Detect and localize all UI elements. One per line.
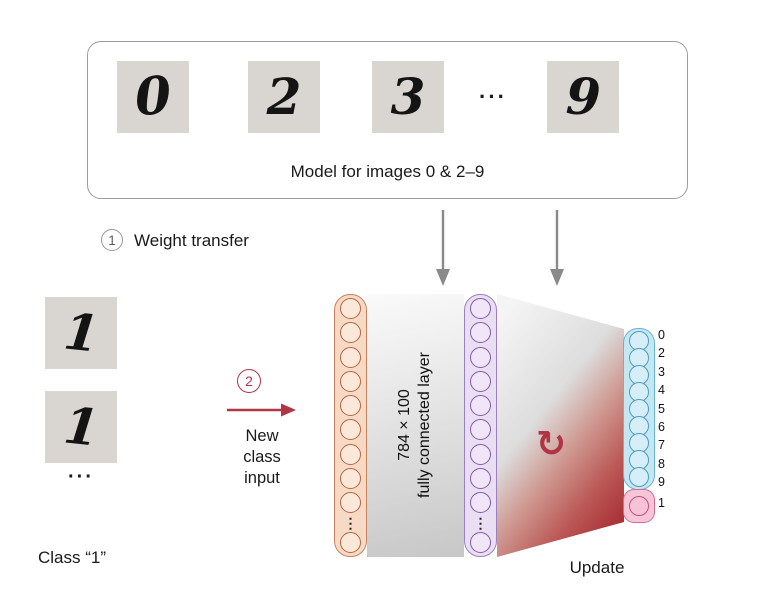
output-class-label: 0 — [658, 328, 665, 342]
input-layer-dots: ⋮ — [343, 514, 358, 531]
mnist-image-3: 3 — [372, 61, 444, 133]
step-1-label: Weight transfer — [134, 231, 249, 250]
output-neuron — [629, 467, 649, 487]
down-arrow-icon — [436, 210, 450, 286]
digit-glyph: 9 — [564, 66, 602, 127]
neuron — [470, 531, 491, 553]
output-class-label: 7 — [658, 438, 665, 453]
neuron — [470, 492, 491, 514]
neuron — [340, 468, 361, 490]
update-label: Update — [569, 558, 625, 577]
right-arrow-icon — [227, 403, 296, 417]
digit-glyph: 0 — [132, 64, 174, 129]
down-arrow-icon — [550, 210, 564, 286]
neuron — [470, 322, 491, 344]
neuron — [470, 370, 491, 392]
hidden-layer: ⋮ — [464, 294, 497, 557]
digit-glyph: 1 — [60, 301, 102, 364]
step-2-label: New class input — [243, 427, 281, 487]
ellipsis-dots: ··· — [479, 84, 507, 109]
output-class-label: 9 — [658, 475, 665, 489]
mnist-image-9: 9 — [547, 61, 619, 133]
neuron — [340, 370, 361, 392]
digit-glyph: 2 — [266, 67, 302, 126]
fully-connected-label: 784 × 100 fully connected layer — [396, 352, 433, 498]
digit-glyph: 1 — [60, 395, 102, 458]
output-class-label: 3 — [658, 364, 665, 379]
step-1-number: 1 — [108, 232, 116, 248]
step-1-badge: 1 — [101, 229, 123, 251]
neuron — [340, 531, 361, 553]
output-layer-old-classes — [623, 328, 655, 490]
new-class-output-label: 1 — [658, 496, 665, 510]
model-caption: Model for images 0 & 2–9 — [290, 162, 485, 181]
output-class-label: 5 — [658, 401, 665, 416]
hidden-layer-dots: ⋮ — [473, 514, 488, 531]
neuron — [340, 443, 361, 465]
input-layer: ⋮ — [334, 294, 367, 557]
neuron — [340, 322, 361, 344]
new-class-label: Class “1” — [38, 548, 107, 567]
neuron — [470, 443, 491, 465]
neuron — [340, 395, 361, 417]
neuron — [470, 395, 491, 417]
output-class-label: 6 — [658, 419, 665, 434]
step-2-badge: 2 — [237, 369, 261, 393]
neuron — [470, 468, 491, 490]
output-layer-new-class — [623, 489, 655, 523]
mnist-image-1-b: 1 — [45, 391, 117, 463]
neuron — [340, 346, 361, 368]
pretrained-model-box: 0 2 3 ··· 9 Model for images 0 & 2–9 — [87, 41, 688, 199]
neuron — [470, 298, 491, 319]
update-rotation-icon: ↻ — [536, 424, 567, 465]
neuron — [470, 346, 491, 368]
output-class-label: 2 — [658, 346, 665, 361]
neuron — [340, 492, 361, 514]
mnist-image-0: 0 — [117, 61, 189, 133]
output-funnel — [497, 294, 624, 557]
output-neuron-new — [629, 496, 649, 516]
mnist-image-2: 2 — [248, 61, 320, 133]
output-class-label: 8 — [658, 456, 665, 471]
fully-connected-band — [367, 294, 464, 557]
neuron — [340, 419, 361, 441]
mnist-image-1-a: 1 — [45, 297, 117, 369]
ellipsis-dots: ··· — [68, 466, 94, 488]
neuron — [340, 298, 361, 319]
digit-glyph: 3 — [390, 67, 426, 126]
neuron — [470, 419, 491, 441]
step-2-number: 2 — [245, 373, 253, 389]
output-class-labels: 0 2 3 4 5 6 7 8 9 — [658, 329, 665, 489]
output-class-label: 4 — [658, 383, 665, 398]
